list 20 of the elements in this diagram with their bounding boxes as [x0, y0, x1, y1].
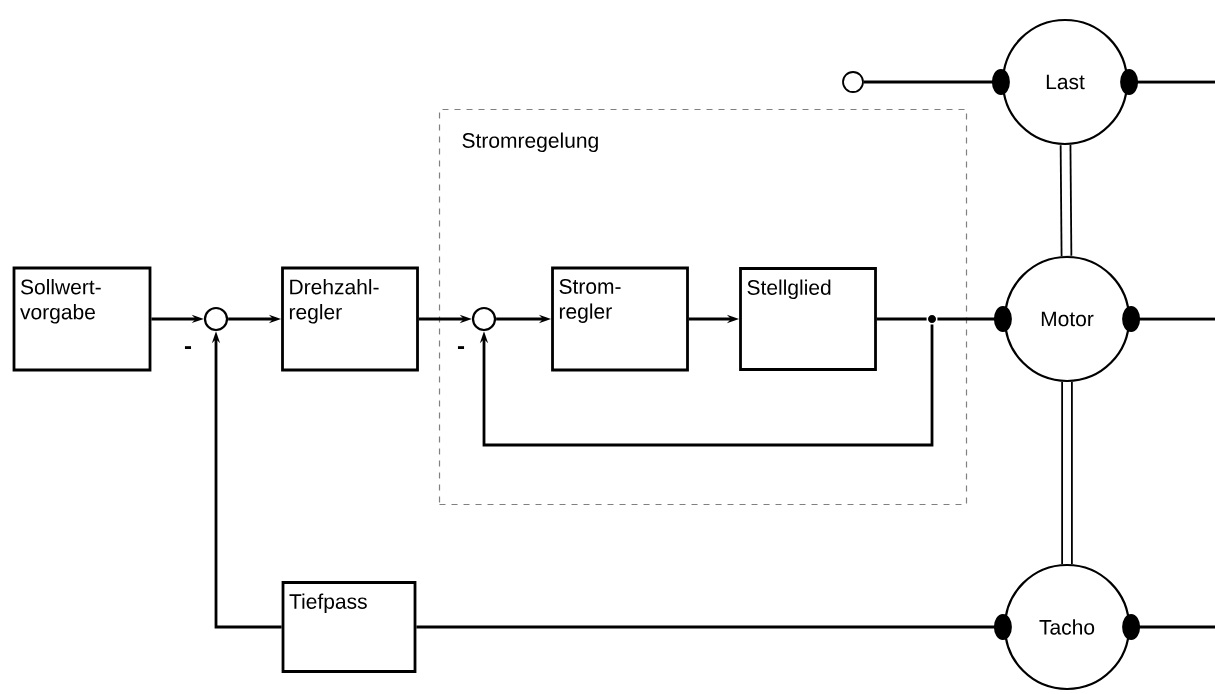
block-box: Drehzahl- regler: [281, 266, 419, 372]
summing-junction: [203, 306, 229, 332]
input-terminal: [842, 71, 864, 93]
arrow: [416, 614, 1012, 640]
arrow: [1122, 306, 1215, 332]
arrow: [479, 324, 934, 447]
arrow: [1122, 614, 1215, 640]
arrow: [863, 69, 1010, 95]
block-box: Tiefpass: [281, 581, 417, 673]
connector-line: [876, 317, 927, 321]
shaft-coupling: [1061, 382, 1073, 564]
block-box: Sollwert- vorgabe: [12, 266, 152, 372]
arrow: [937, 306, 1012, 332]
arrow: [1120, 69, 1215, 95]
block-box: Strom- regler: [551, 266, 689, 372]
summing-junction: [471, 306, 497, 332]
shaft-coupling: [1059, 145, 1073, 256]
minus-sign: -: [457, 346, 465, 349]
minus-sign: -: [184, 346, 192, 349]
block-box: Stellglied: [739, 267, 877, 371]
